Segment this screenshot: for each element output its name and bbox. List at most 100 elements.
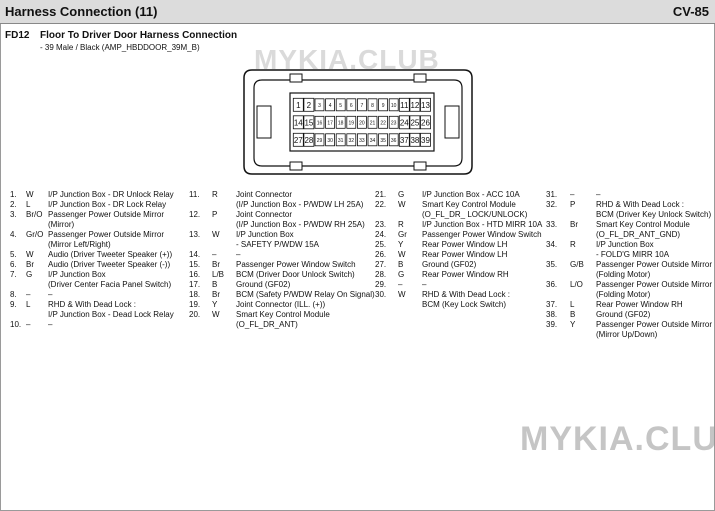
pin-entry-description-line: BCM (Driver Door Unlock Switch) bbox=[236, 270, 355, 279]
pin-entry-description-line: Passenger Power Window Switch bbox=[236, 260, 356, 269]
pin-entry-number: 2. bbox=[10, 200, 17, 209]
pin-entry-wire-color: P bbox=[570, 200, 576, 209]
connector-name: Floor To Driver Door Harness Connection bbox=[40, 30, 238, 41]
pin-entry-wire-color: – bbox=[26, 290, 31, 299]
pin-number-31: 31 bbox=[338, 138, 344, 144]
pin-entry-description-line: I/P Junction Box - Dead Lock Relay bbox=[48, 310, 174, 319]
pin-entry-description: Passenger Power Outside Mirror(Folding M… bbox=[596, 260, 714, 280]
pin-entry-description-line: I/P Junction Box - DR Lock Relay bbox=[48, 200, 167, 209]
pin-entry-wire-color: G bbox=[398, 270, 405, 279]
pin-entry-number: 8. bbox=[10, 290, 17, 299]
pin-entry-number: 32. bbox=[546, 200, 558, 209]
pin-entry-number: 38. bbox=[546, 310, 558, 319]
pin-cavity-29 bbox=[314, 133, 325, 147]
pin-entry-description-line: (Folding Motor) bbox=[596, 290, 651, 299]
pin-entry-number: 9. bbox=[10, 300, 17, 309]
pin-entry-number: 1. bbox=[10, 190, 17, 199]
watermark-bottom: MYKIA.CLUB bbox=[520, 420, 715, 458]
page-title: Harness Connection (11) bbox=[5, 4, 158, 19]
pin-entry-description: Joint Connector (ILL. (+)) bbox=[236, 300, 369, 310]
pin-entry-description-line: Passenger Power Outside Mirror bbox=[596, 320, 713, 329]
pin-entry-number: 5. bbox=[10, 250, 17, 259]
pin-number-37: 37 bbox=[400, 136, 409, 145]
pin-entry-wire-color: Br bbox=[570, 220, 578, 229]
pin-entry-number: 26. bbox=[375, 250, 387, 259]
pin-entry-number: 4. bbox=[10, 230, 17, 239]
pin-entry-description: Smart Key Control Module(O_FL_DR_ANT_GND… bbox=[596, 220, 714, 240]
pin-cavity-35 bbox=[378, 133, 389, 147]
pin-entry-number: 17. bbox=[189, 280, 201, 289]
pin-entry-wire-color: Br/O bbox=[26, 210, 43, 219]
page-code: CV-85 bbox=[672, 4, 709, 19]
pin-entry-description: Passenger Power Outside Mirror(Mirror) bbox=[48, 210, 186, 230]
left-latch bbox=[256, 105, 272, 139]
pin-entry-description-line: Smart Key Control Module bbox=[596, 220, 690, 229]
pin-entry-description-line: (O_FL_DR_ANT) bbox=[236, 320, 298, 329]
pin-cavity-33 bbox=[357, 133, 367, 147]
pin-entry-number: 28. bbox=[375, 270, 387, 279]
pin-entry-description-line: Passenger Power Outside Mirror bbox=[596, 260, 713, 269]
pin-number-12: 12 bbox=[410, 101, 419, 110]
pin-entry-wire-color: W bbox=[26, 250, 34, 259]
pin-entry-description-line: BCM (Driver Key Unlock Switch) bbox=[596, 210, 712, 219]
pin-entry-description: Passenger Power Outside Mirror(Mirror Up… bbox=[596, 320, 714, 340]
pin-entry-description-line: – bbox=[236, 250, 241, 259]
pin-cavity-16 bbox=[314, 115, 325, 129]
pin-entry-description: Rear Power Window RH bbox=[422, 270, 543, 280]
pin-entry-number: 34. bbox=[546, 240, 558, 249]
pin-entry-wire-color: Br bbox=[212, 260, 220, 269]
pin-number-35: 35 bbox=[380, 138, 386, 144]
pin-cavity-26 bbox=[420, 115, 431, 130]
pin-number-9: 9 bbox=[382, 103, 385, 109]
pin-entry-wire-color: W bbox=[398, 290, 406, 299]
pin-entry-number: 18. bbox=[189, 290, 201, 299]
pin-entry-description-line: Smart Key Control Module bbox=[422, 200, 516, 209]
pin-entry-number: 15. bbox=[189, 260, 201, 269]
pin-number-20: 20 bbox=[359, 120, 365, 126]
pin-entry-description: Ground (GF02) bbox=[596, 310, 714, 320]
pin-entry-description: Passenger Power Outside Mirror(Mirror Le… bbox=[48, 230, 186, 250]
pin-cavity-6 bbox=[346, 98, 357, 112]
pin-entry-description: RHD & With Dead Lock :I/P Junction Box -… bbox=[48, 300, 186, 320]
pin-entry-number: 30. bbox=[375, 290, 387, 299]
pin-entry-description-line: I/P Junction Box - ACC 10A bbox=[422, 190, 520, 199]
pin-cavity-36 bbox=[388, 133, 399, 147]
pin-number-7: 7 bbox=[361, 103, 364, 109]
pin-entry-description-line: Joint Connector bbox=[236, 190, 293, 199]
pin-entry-description-line: Smart Key Control Module bbox=[236, 310, 330, 319]
pin-cavity-10 bbox=[388, 98, 399, 112]
pin-number-23: 23 bbox=[391, 120, 397, 126]
pin-entry-number: 24. bbox=[375, 230, 387, 239]
pin-entry-wire-color: G bbox=[26, 270, 33, 279]
pin-entry-description-line: – bbox=[596, 190, 601, 199]
pin-entry-number: 11. bbox=[189, 190, 200, 199]
pin-entry-wire-color: W bbox=[398, 250, 406, 259]
pin-cavity-28 bbox=[303, 132, 315, 147]
pin-entry-wire-color: P bbox=[212, 210, 218, 219]
pin-entry-description-line: Joint Connector bbox=[236, 210, 293, 219]
pin-entry-number: 14. bbox=[189, 250, 201, 259]
pin-number-1: 1 bbox=[296, 101, 301, 110]
pin-entry-number: 36. bbox=[546, 280, 558, 289]
pin-entry-description: Passenger Power Outside Mirror(Folding M… bbox=[596, 280, 714, 300]
pin-entry-description-line: Passenger Power Outside Mirror bbox=[596, 280, 713, 289]
pin-number-14: 14 bbox=[294, 118, 303, 127]
pin-entry-description: Audio (Driver Tweeter Speaker (+)) bbox=[48, 250, 186, 260]
pin-number-17: 17 bbox=[327, 120, 333, 126]
pin-entry-wire-color: W bbox=[26, 190, 34, 199]
pin-cavity-24 bbox=[398, 115, 410, 130]
pin-entry-description-line: I/P Junction Box bbox=[596, 240, 654, 249]
pin-cavity-25 bbox=[409, 115, 421, 130]
